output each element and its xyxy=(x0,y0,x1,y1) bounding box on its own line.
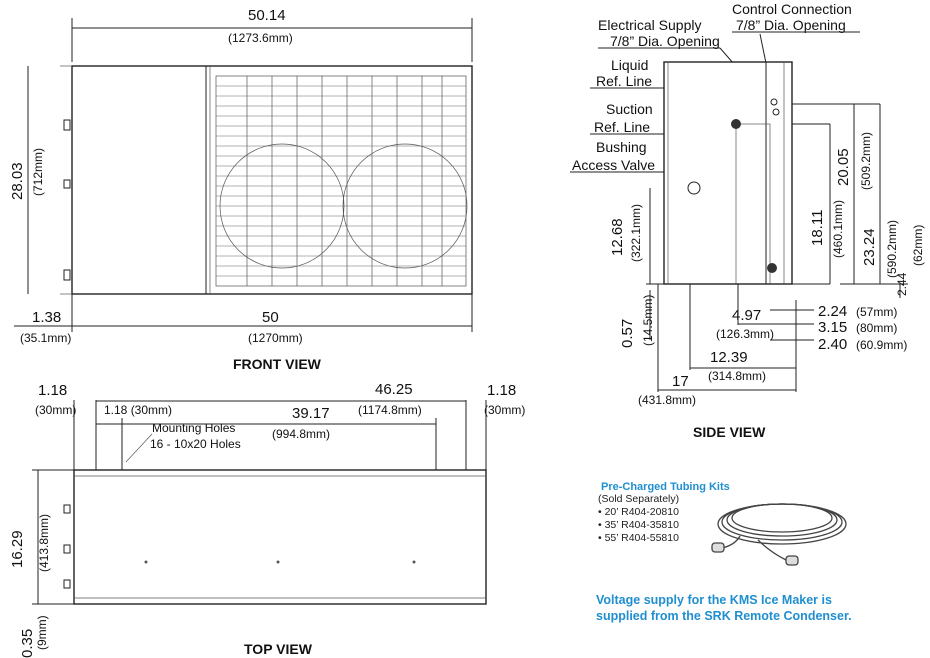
dim-2-44-mm: (62mm) xyxy=(911,225,925,266)
dim-23-24-mm: (590.2mm) xyxy=(885,220,899,278)
front-grille xyxy=(215,75,467,287)
top-bottom-offset-mm: (9mm) xyxy=(35,615,49,650)
top-left-edge-mm: (30mm) xyxy=(35,403,76,417)
callout-liquid-line2: Ref. Line xyxy=(596,73,652,89)
dim-12-68-mm: (322.1mm) xyxy=(629,204,643,262)
dim-17: 17 xyxy=(672,373,689,390)
dim-17-mm: (431.8mm) xyxy=(638,393,696,407)
top-hole-span: 39.17 xyxy=(292,405,330,422)
front-width-base-mm: (1270mm) xyxy=(248,331,303,345)
dim-2-40: 2.40 xyxy=(818,336,847,353)
top-view: 1.18 (30mm) 46.25 (1174.8mm) 1.18 (30mm)… xyxy=(9,381,525,658)
tubing-kits-title: Pre-Charged Tubing Kits xyxy=(601,481,730,493)
dim-4-97-mm: (126.3mm) xyxy=(716,327,774,341)
tubing-kit-item: • 20’ R404-20810 xyxy=(598,506,679,518)
callout-bushing-line2: Access Valve xyxy=(572,157,655,173)
top-depth: 16.29 xyxy=(9,530,26,568)
front-view: 50.14 (1273.6mm) xyxy=(9,7,473,372)
front-width-base: 50 xyxy=(262,309,279,326)
voltage-note: Voltage supply for the KMS Ice Maker is … xyxy=(596,593,852,623)
top-right-edge: 1.18 xyxy=(487,382,516,399)
voltage-note-line2: supplied from the SRK Remote Condenser. xyxy=(596,609,852,623)
dim-3-15: 3.15 xyxy=(818,319,847,336)
dim-12-39: 12.39 xyxy=(710,349,748,366)
dim-12-68: 12.68 xyxy=(609,218,626,256)
tubing-kit-item: • 35’ R404-35810 xyxy=(598,519,679,531)
dim-0-57-mm: (14.5mm) xyxy=(641,295,655,346)
callout-liquid-line1: Liquid xyxy=(611,57,648,73)
callout-control-line2: 7/8” Dia. Opening xyxy=(736,17,846,33)
top-width-mm: (1174.8mm) xyxy=(358,403,422,417)
top-width: 46.25 xyxy=(375,381,413,398)
dim-2-24: 2.24 xyxy=(818,303,847,320)
tubing-kit-item: • 55’ R404-55810 xyxy=(598,532,679,544)
front-width-overall: 50.14 xyxy=(248,7,286,24)
dim-2-44: 2.44 xyxy=(895,272,909,296)
dim-2-40-mm: (60.9mm) xyxy=(856,338,907,352)
top-view-title: TOP VIEW xyxy=(244,641,313,657)
dim-0-57: 0.57 xyxy=(619,319,636,348)
callout-electrical-line2: 7/8” Dia. Opening xyxy=(610,33,720,49)
dim-18-11-mm: (460.1mm) xyxy=(831,200,845,258)
top-inner-offset: 1.18 (30mm) xyxy=(104,403,172,417)
side-cabinet xyxy=(663,61,793,285)
tubing-kits-subtitle: (Sold Separately) xyxy=(598,493,679,505)
dim-4-97: 4.97 xyxy=(732,307,761,324)
mounting-holes-line2: 16 - 10x20 Holes xyxy=(150,437,241,451)
front-offset: 1.38 xyxy=(32,309,61,326)
top-left-edge: 1.18 xyxy=(38,382,67,399)
tubing-coil-image xyxy=(711,503,847,566)
fan-left xyxy=(219,143,345,269)
mounting-holes-line1: Mounting Holes xyxy=(152,421,235,435)
dim-18-11: 18.11 xyxy=(809,210,826,246)
side-view: Control Connection 7/8” Dia. Opening Ele… xyxy=(570,1,925,440)
dim-20-05: 20.05 xyxy=(835,148,852,186)
top-bottom-offset: 0.35 xyxy=(19,629,36,658)
callout-bushing-line1: Bushing xyxy=(596,139,647,155)
callout-suction-line1: Suction xyxy=(606,101,653,117)
callout-suction-line2: Ref. Line xyxy=(594,119,650,135)
dim-23-24: 23.24 xyxy=(861,228,878,266)
top-cabinet xyxy=(73,469,487,605)
fan-right xyxy=(342,143,468,269)
callout-control-line1: Control Connection xyxy=(732,1,852,17)
dim-3-15-mm: (80mm) xyxy=(856,321,897,335)
front-height-mm: (712mm) xyxy=(31,148,45,196)
callout-electrical-line1: Electrical Supply xyxy=(598,17,702,33)
dim-2-24-mm: (57mm) xyxy=(856,305,897,319)
top-depth-mm: (413.8mm) xyxy=(37,514,51,572)
voltage-note-line1: Voltage supply for the KMS Ice Maker is xyxy=(596,593,832,607)
front-height: 28.03 xyxy=(9,162,26,200)
front-offset-mm: (35.1mm) xyxy=(20,331,71,345)
tubing-kits: Pre-Charged Tubing Kits (Sold Separately… xyxy=(598,481,847,566)
top-right-edge-mm: (30mm) xyxy=(484,403,525,417)
dim-12-39-mm: (314.8mm) xyxy=(708,369,766,383)
front-view-title: FRONT VIEW xyxy=(233,356,322,372)
dim-20-05-mm: (509.2mm) xyxy=(859,132,873,190)
front-width-overall-mm: (1273.6mm) xyxy=(228,31,293,45)
side-view-title: SIDE VIEW xyxy=(693,424,766,440)
top-hole-span-mm: (994.8mm) xyxy=(272,427,330,441)
